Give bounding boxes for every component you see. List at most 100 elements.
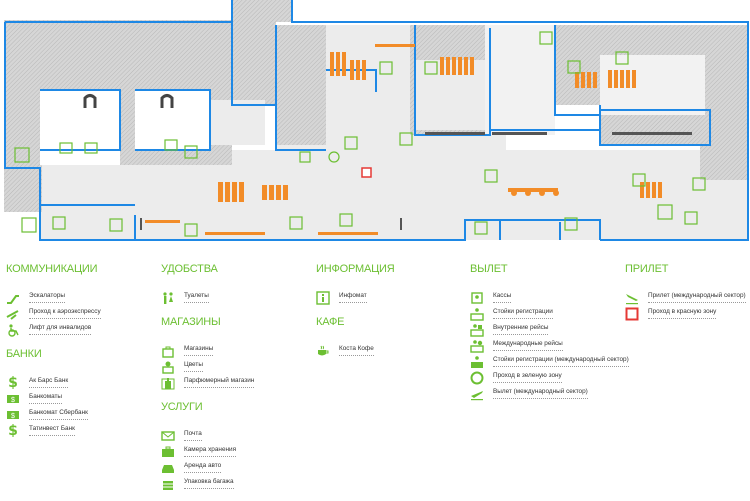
shop-icon [161,344,175,358]
category-banks-title: БАНКИ [6,348,42,360]
dollar-icon [339,213,353,227]
luggage-storage-icon [52,216,66,230]
atm-icon: $ [6,392,20,406]
legend-label: Проход в красную зону [648,306,717,319]
toilets-icon [21,217,37,233]
mail-icon [289,216,303,230]
category-services-title: УСЛУГИ [161,401,203,413]
international-flights-icon [470,339,484,353]
legend-item-red-zone[interactable]: Проход в красную зону [625,306,717,322]
seating-areas [145,44,662,235]
shop-icon [484,169,498,183]
atm-icon: $ [6,408,20,422]
legend-label: Прилет (международный сектор) [648,290,746,303]
legend-item-ticket-office[interactable]: Кассы [470,290,512,306]
legend-label: Эскалаторы [29,290,65,303]
flowers-icon [161,360,175,374]
legend-item-checkin[interactable]: Стойки регистрации [470,306,553,322]
map-legend: КОММУНИКАЦИИ Эскалаторы Проход к аэроэкс… [0,245,750,501]
legend-label: Почта [184,428,202,441]
checkin-icon [399,132,413,146]
dollar-icon [184,223,198,237]
legend-item-aeroexpress[interactable]: Проход к аэроэкспрессу [6,306,101,322]
legend-item-sberbank-atm[interactable]: $ Банкомат Сбербанк [6,407,97,423]
legend-label: Вылет (международный сектор) [493,386,588,399]
red-zone-icon [625,307,639,321]
legend-item-perfume[interactable]: Парфюмерный магазин [161,375,255,391]
legend-label: Банкомат Сбербанк [29,407,88,420]
legend-column-3: ИНФОРМАЦИЯ Инфомат КАФЕ Коста Кофе [316,263,395,359]
category-arrival-title: ПРИЛЕТ [625,263,669,275]
aeroexpress-icon [59,142,73,154]
green-zone-icon [328,151,340,163]
legend-item-wheelchair-lift[interactable]: Лифт для инвалидов [6,322,97,338]
escalator-icon [6,291,20,305]
legend-label: Коста Кофе [339,343,374,356]
shop-icon [474,221,488,235]
coffee-icon [615,51,629,65]
perfume-icon [161,376,175,390]
legend-item-tatinvest-bank[interactable]: $ Татинвест Банк [6,423,97,439]
mail-icon [161,429,175,443]
shop-icon [539,31,553,45]
wheelchair-lift-icon [6,323,20,337]
escalator-icon [14,147,30,163]
red-zone-marker[interactable] [361,167,372,178]
legend-item-post[interactable]: Почта [161,428,221,444]
legend-label: Проход в зеленую зону [493,370,562,383]
category-amenities-title: УДОБСТВА [161,263,218,275]
legend-item-infomat[interactable]: Инфомат [316,290,394,306]
aeroexpress-icon [6,307,20,321]
legend-item-luggage-storage[interactable]: Камера хранения [161,444,237,460]
legend-item-arrival-international[interactable]: Прилет (международный сектор) [625,290,746,306]
domestic-flights-icon [470,323,484,337]
legend-label: Цветы [184,359,203,372]
info-icon [316,291,330,305]
legend-label: Туалеты [184,290,209,303]
checkin-icon [379,61,393,75]
legend-item-shops[interactable]: Магазины [161,343,221,359]
mail-icon [684,211,698,225]
legend-item-domestic-flights[interactable]: Внутренние рейсы [470,322,549,338]
coffee-icon [316,344,330,358]
arrival-plane-icon [625,291,639,305]
cafe-tables [511,190,559,196]
legend-item-akbars-bank[interactable]: $ Ак Барс Банк [6,375,97,391]
toilets-icon [161,291,175,305]
legend-item-flowers[interactable]: Цветы [161,359,221,375]
legend-label: Международные рейсы [493,338,563,351]
legend-column-1: КОММУНИКАЦИИ Эскалаторы Проход к аэроэкс… [6,263,101,439]
legend-item-escalators[interactable]: Эскалаторы [6,290,97,306]
svg-text:$: $ [11,397,15,404]
terminal-floor-plan [0,0,750,245]
checkin-intl-icon [470,355,484,369]
legend-label: Ак Барс Банк [29,375,69,388]
legend-column-4: ВЫЛЕТ Кассы Стойки регистрации Внутренни… [470,263,629,402]
shop-icon [632,173,646,187]
checkin-icon [470,307,484,321]
legend-item-departure-international[interactable]: Вылет (международный сектор) [470,386,588,402]
escalator-icon [184,145,198,159]
legend-item-checkin-international[interactable]: Стойки регистрации (международный сектор… [470,354,629,370]
legend-item-atm[interactable]: $ Банкоматы [6,391,97,407]
legend-label: Стойки регистрации [493,306,553,319]
legend-label: Кассы [493,290,512,303]
legend-label: Аренда авто [184,460,222,473]
shop-icon [564,217,578,231]
legend-item-baggage-wrap[interactable]: Упаковка багажа [161,476,234,492]
legend-item-toilets[interactable]: Туалеты [161,290,221,306]
legend-label: Лифт для инвалидов [29,322,92,335]
car-rental-icon [109,218,123,232]
legend-item-costa-coffee[interactable]: Коста Кофе [316,343,394,359]
category-shops-title: МАГАЗИНЫ [161,316,221,328]
escalator-icon [164,139,178,151]
legend-item-green-zone[interactable]: Проход в зеленую зону [470,370,562,386]
dollar-icon: $ [8,423,18,439]
legend-item-car-rental[interactable]: Аренда авто [161,460,222,476]
shop-icon [424,61,438,75]
legend-label: Инфомат [339,290,367,303]
legend-item-international-flights[interactable]: Международные рейсы [470,338,563,354]
departure-plane-icon [470,387,484,401]
checkin-desks [140,132,692,230]
escalators [83,94,174,108]
